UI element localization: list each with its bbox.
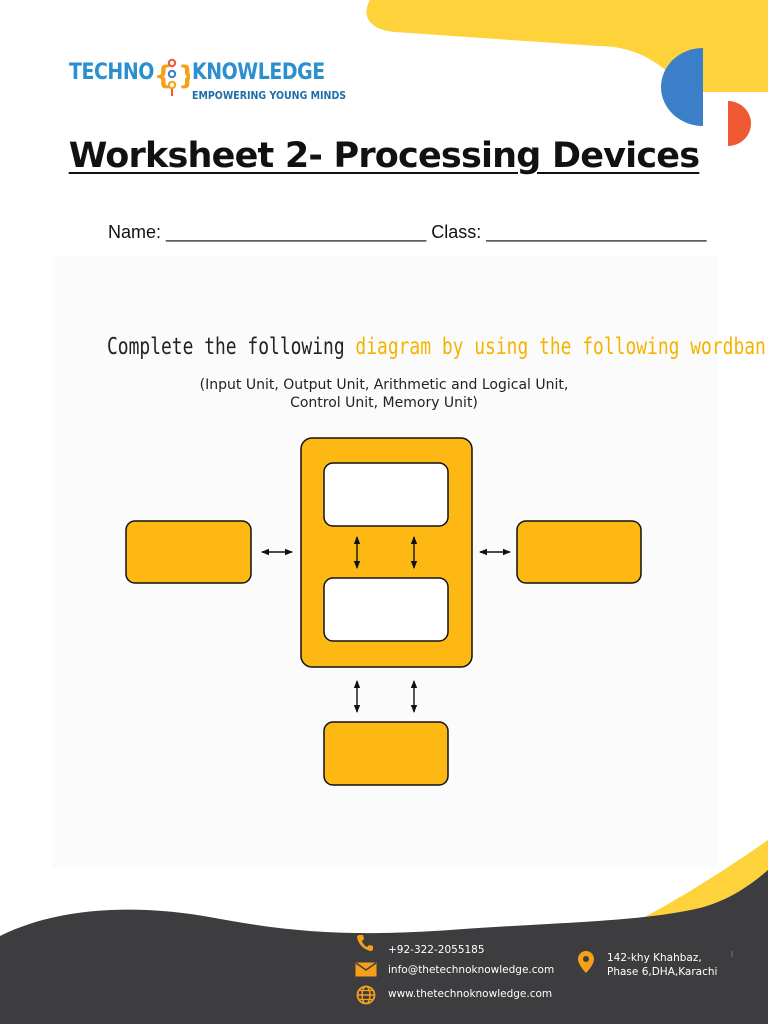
footer-background xyxy=(0,870,768,1024)
cpu-lower-blank xyxy=(323,577,449,642)
instruction-part1: Complete the following xyxy=(107,334,356,360)
footer-address-line-2: Phase 6,DHA,Karachi xyxy=(607,966,718,978)
wordbank-line-2: Control Unit, Memory Unit) xyxy=(290,395,478,411)
logo-tagline: EMPOWERING YOUNG MINDS xyxy=(192,90,347,102)
output-blank-box xyxy=(516,520,642,584)
instruction-highlight: diagram by using the following wordbank xyxy=(355,334,768,360)
location-pin-icon xyxy=(578,951,594,973)
instruction-text: Complete the following diagram by using … xyxy=(107,334,768,360)
email-icon xyxy=(355,962,377,977)
globe-icon xyxy=(356,985,376,1005)
name-class-line: Name: __________________________ Class: … xyxy=(108,222,707,242)
page-title: Worksheet 2- Processing Devices xyxy=(68,136,700,176)
logo-brand-right: KNOWLEDGE xyxy=(192,60,325,85)
svg-text:{: { xyxy=(154,61,173,91)
top-decoration-blue xyxy=(661,48,703,126)
logo-circuit-icon: { } xyxy=(154,58,190,96)
memory-blank-box xyxy=(323,721,449,786)
cpu-upper-blank xyxy=(323,462,449,527)
svg-text:}: } xyxy=(178,61,190,91)
footer-website[interactable]: www.thetechnoknowledge.com xyxy=(388,988,553,1000)
footer-address-line-1: 142-khy Khahbaz, xyxy=(607,952,702,964)
logo-brand-left: TECHNO xyxy=(69,60,154,85)
wordbank-line-1: (Input Unit, Output Unit, Arithmetic and… xyxy=(199,377,569,393)
phone-icon xyxy=(357,935,373,951)
input-blank-box xyxy=(125,520,252,584)
top-decoration-red xyxy=(728,101,752,146)
footer-email[interactable]: info@thetechnoknowledge.com xyxy=(388,964,555,976)
footer-phone[interactable]: +92-322-2055185 xyxy=(388,944,485,956)
